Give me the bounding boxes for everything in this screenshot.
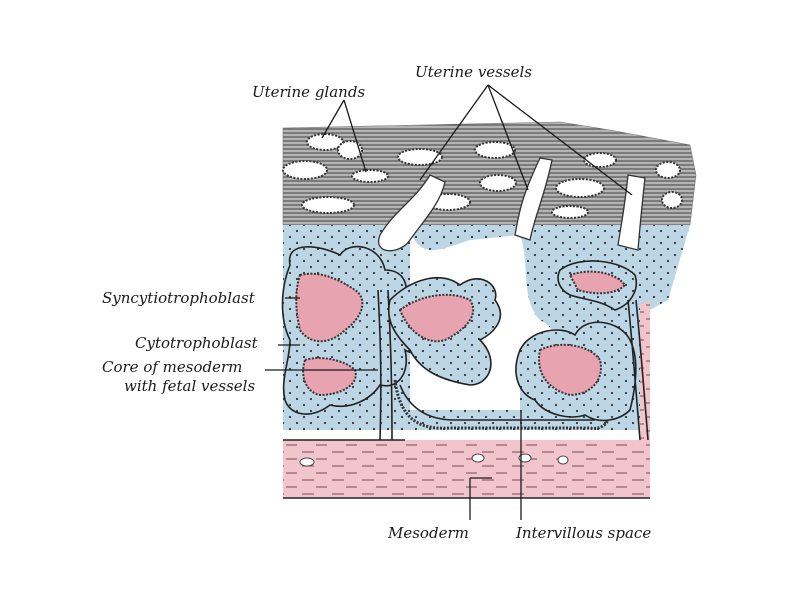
label-uterine-vessels: Uterine vessels — [415, 63, 532, 81]
leader-lines — [265, 84, 633, 520]
mesoderm-layer — [283, 300, 650, 499]
villus-tree-right — [515, 260, 649, 441]
label-cytotrophoblast: Cytotrophoblast — [135, 334, 259, 352]
label-intervillous-space: Intervillous space — [515, 524, 651, 542]
label-with-fetal-vessels: with fetal vessels — [124, 377, 255, 395]
label-syncytiotrophoblast: Syncytiotrophoblast — [102, 289, 256, 307]
uterine-vessel-channels — [377, 157, 646, 252]
label-uterine-glands: Uterine glands — [252, 83, 365, 101]
label-core-of-mesoderm: Core of mesoderm — [102, 358, 242, 376]
label-mesoderm: Mesoderm — [387, 524, 469, 542]
villus-tree-middle — [388, 277, 612, 430]
